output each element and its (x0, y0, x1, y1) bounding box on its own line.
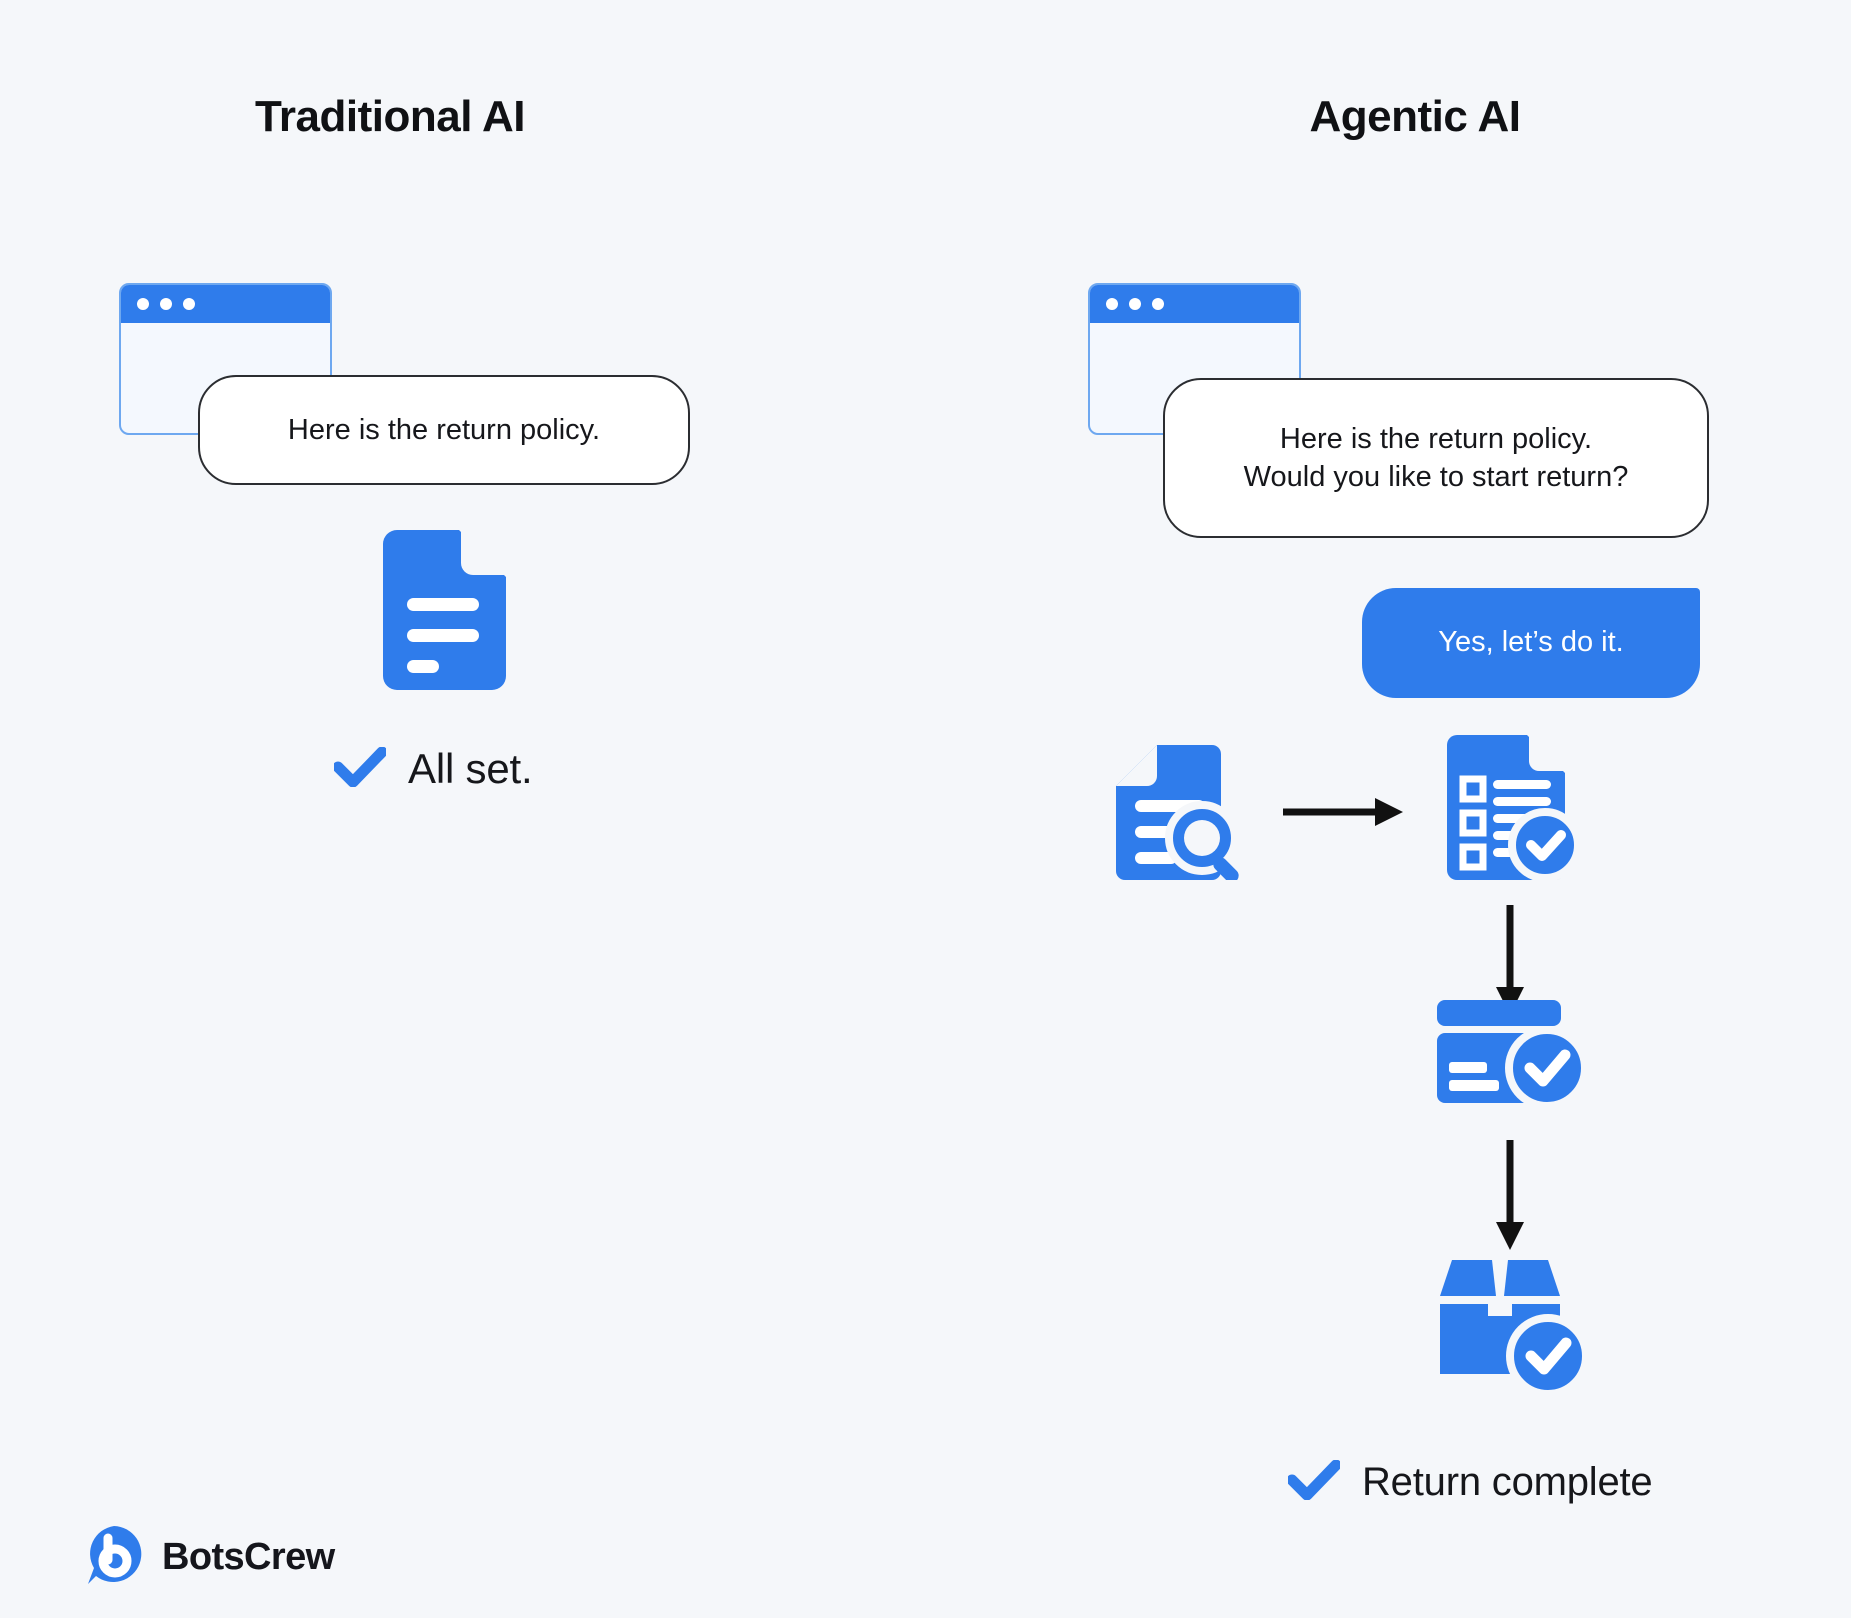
page-title-traditional: Traditional AI (254, 92, 526, 141)
status-return-complete-label: Return complete (1362, 1460, 1653, 1504)
page-title-agentic: Agentic AI (1309, 92, 1521, 141)
status-return-complete: Return complete (1286, 1459, 1653, 1505)
package-box-verified-icon (1440, 1258, 1590, 1398)
botscrew-wordmark: BotsCrew (162, 1536, 335, 1578)
browser-dot-red (1106, 298, 1118, 310)
chat-bubble-user-text: Yes, let’s do it. (1438, 626, 1624, 659)
status-all-set-label: All set. (408, 745, 533, 792)
status-all-set: All set. (332, 745, 533, 793)
browser-titlebar (121, 285, 330, 323)
chat-bubble-bot-right: Here is the return policy. Would you lik… (1163, 378, 1709, 538)
credit-card-verified-icon (1437, 1000, 1589, 1110)
arrow-down-icon (1493, 1140, 1527, 1250)
document-icon (383, 530, 506, 690)
chat-bubble-bot-right-line1: Here is the return policy. (1279, 422, 1593, 455)
browser-titlebar (1090, 285, 1299, 323)
checklist-verified-icon (1447, 735, 1582, 882)
arrow-down-icon (1493, 905, 1527, 1015)
browser-dot-green (1152, 298, 1164, 310)
chat-bubble-bot-left-text: Here is the return policy. (287, 413, 601, 446)
browser-dot-green (183, 298, 195, 310)
document-search-icon (1116, 745, 1250, 883)
browser-dot-red (137, 298, 149, 310)
chat-bubble-bot-left: Here is the return policy. (198, 375, 690, 485)
botscrew-mark-icon (84, 1524, 144, 1591)
check-icon (332, 746, 388, 792)
check-icon (1286, 1459, 1342, 1505)
brand-logo: BotsCrew (84, 1524, 335, 1591)
arrow-right-icon (1283, 795, 1403, 829)
browser-window-icon-right (1088, 283, 1301, 435)
browser-dot-yellow (1129, 298, 1141, 310)
browser-dot-yellow (160, 298, 172, 310)
chat-bubble-user-right: Yes, let’s do it. (1362, 588, 1700, 698)
chat-bubble-bot-right-line2: Would you like to start return? (1243, 461, 1629, 493)
